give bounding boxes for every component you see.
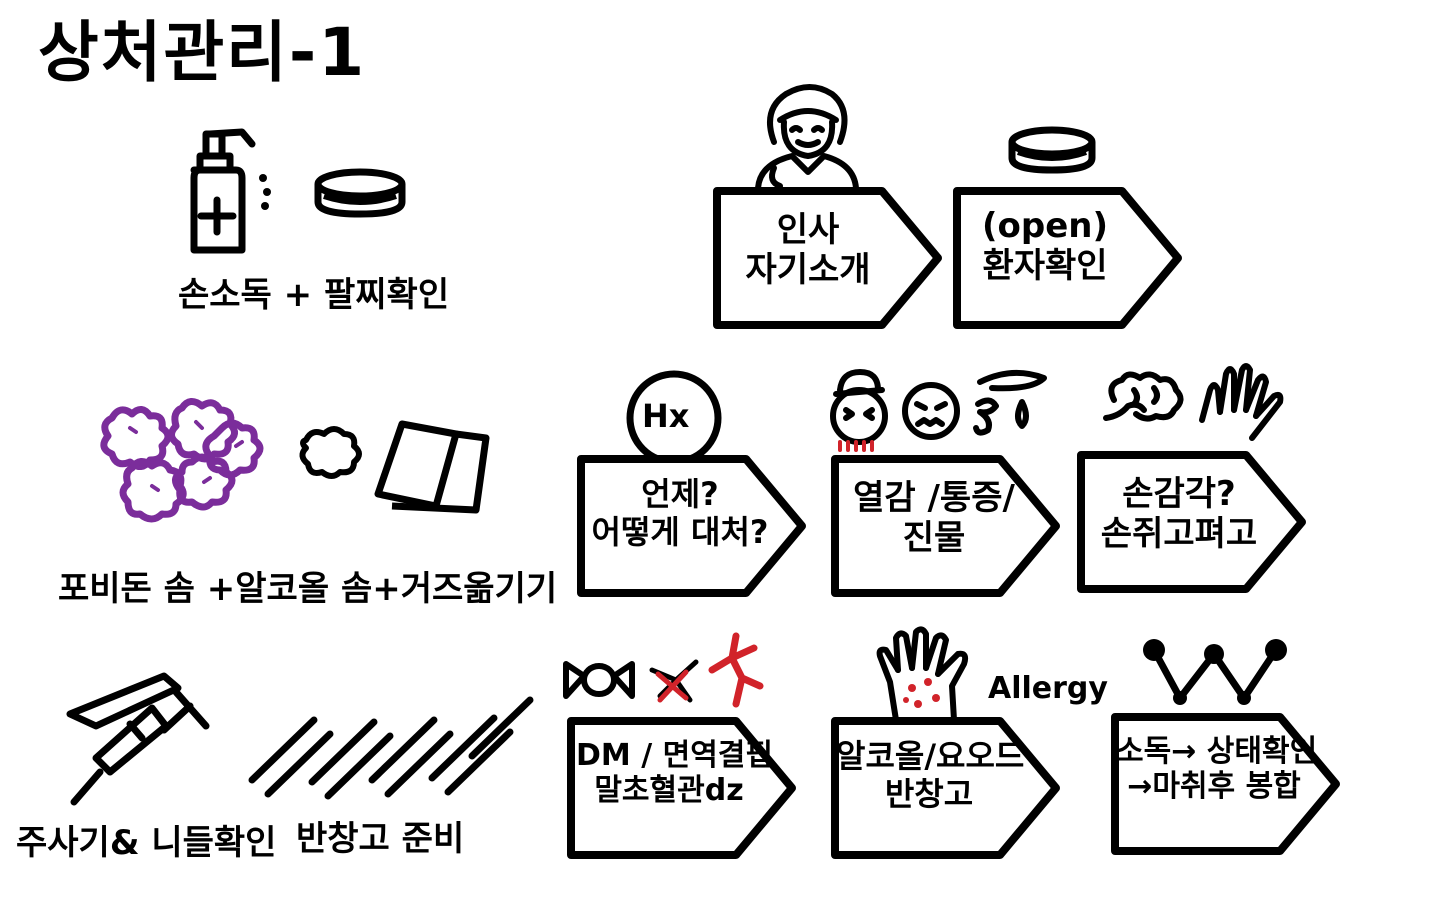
- tag-patient-text: (open) 환자확인: [960, 206, 1130, 286]
- tag-procedure-line1: 소독→ 상태확인: [1116, 734, 1318, 769]
- tag-allergy-text: 알코올/요오드 반창고: [836, 737, 1025, 814]
- tag-risk-line2: 말초혈관dz: [594, 773, 744, 809]
- tag-sensation-line1: 손감각?: [1122, 474, 1236, 514]
- allergy-hand-icon: [876, 626, 969, 723]
- tag-symptoms-shape: [831, 455, 1060, 597]
- povidone-cotton-icon: [100, 398, 264, 523]
- page-title: 상처관리-1: [38, 14, 367, 91]
- alcohol-cotton-icon: [299, 426, 362, 479]
- bracelet-icon-2: [1008, 126, 1096, 174]
- pain-face-icon: [902, 382, 960, 440]
- fist-icon: [1103, 371, 1184, 422]
- tag-procedure-line2: →마취후 봉합: [1127, 769, 1301, 805]
- history-badge-label: Hx: [642, 397, 690, 435]
- gauze-icon: [374, 420, 490, 514]
- tag-allergy-shape: [831, 717, 1060, 859]
- tag-greet-line2: 자기소개: [745, 250, 871, 291]
- tag-history-line2: 어떻게 대처?: [591, 512, 769, 551]
- tag-procedure-shape: [1111, 713, 1340, 855]
- tag-history-shape: [577, 455, 806, 597]
- syringe-needle-caption: 주사기& 니들확인: [16, 823, 277, 863]
- tag-patient-shape: [953, 187, 1182, 329]
- tag-greet-text: 인사 자기소개: [718, 210, 898, 290]
- tag-risk-line1: DM / 면역결핍: [576, 738, 774, 773]
- tag-sensation-shape: [1077, 451, 1306, 593]
- bracelet-icon: [314, 168, 406, 218]
- bandage-caption: 반창고 준비: [296, 819, 465, 859]
- candy-icon: [563, 661, 635, 699]
- tag-history-text: 언제? 어떻게 대처?: [582, 475, 778, 552]
- tag-symptoms-line2: 진물: [902, 518, 966, 559]
- tag-allergy-line1: 알코올/요오드: [836, 737, 1025, 775]
- tag-procedure-text: 소독→ 상태확인 →마취후 봉합: [1116, 734, 1318, 805]
- hand-sanitizer-icon: [190, 128, 271, 254]
- nurse-icon: [755, 84, 859, 191]
- tag-history-line1: 언제?: [641, 475, 719, 513]
- bandage-strips-icon: [248, 696, 534, 800]
- tag-symptoms-line1: 열감 /통증/: [853, 478, 1015, 518]
- suture-icon: [1143, 639, 1287, 705]
- immune-icon: [649, 659, 699, 703]
- discharge-icon: [973, 369, 1047, 436]
- tag-sensation-text: 손감각? 손쥐고펴고: [1084, 474, 1274, 554]
- syringe-icon: [70, 688, 210, 806]
- tag-greet-shape: [713, 187, 942, 329]
- cotton-gauze-caption: 포비돈 솜 +알코올 솜+거즈옮기기: [58, 569, 558, 609]
- tag-sensation-line2: 손쥐고펴고: [1100, 514, 1258, 555]
- vessel-icon: [708, 632, 764, 708]
- needle-icon: [66, 672, 182, 730]
- tag-risk-shape: [567, 717, 796, 859]
- tag-patient-line1: (open): [981, 206, 1109, 246]
- tag-allergy-line2: 반창고: [884, 774, 974, 813]
- tag-patient-line2: 환자확인: [982, 246, 1108, 287]
- tag-risk-text: DM / 면역결핍 말초혈관dz: [576, 738, 774, 809]
- hand-hygiene-caption: 손소독 + 팔찌확인: [178, 275, 450, 315]
- tag-symptoms-text: 열감 /통증/ 진물: [836, 478, 1032, 558]
- fever-face-icon: [830, 369, 888, 452]
- allergy-side-label: Allergy: [988, 671, 1108, 706]
- tag-greet-line1: 인사: [776, 210, 840, 250]
- open-hand-icon: [1199, 363, 1284, 441]
